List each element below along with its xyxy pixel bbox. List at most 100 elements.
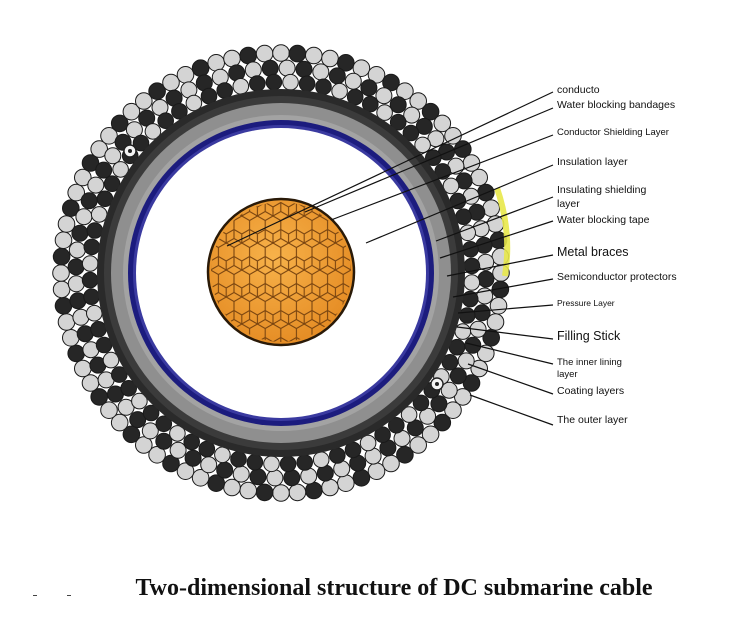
armor-wire xyxy=(473,304,491,322)
armor-wire xyxy=(337,54,355,72)
armor-wire xyxy=(272,484,290,502)
armor-wire xyxy=(81,374,100,392)
armor-wire xyxy=(288,44,307,63)
armor-wire xyxy=(83,238,101,256)
armor-wire xyxy=(409,436,428,454)
armor-wire xyxy=(400,406,418,423)
armor-wire xyxy=(120,380,137,397)
armor-wire xyxy=(403,106,421,124)
armor-wire xyxy=(396,446,414,464)
armor-wire xyxy=(52,247,71,266)
armor-wire xyxy=(315,78,332,96)
armor-wire xyxy=(458,307,476,324)
armor-wire xyxy=(239,46,257,65)
leader-line-pressure xyxy=(457,304,554,314)
label-insulating-shielding: Insulating shielding xyxy=(557,184,647,196)
armor-wire xyxy=(255,483,274,502)
armor-wire xyxy=(81,255,99,272)
armor-wire xyxy=(444,401,462,420)
armor-wire xyxy=(102,351,120,369)
armor-wire xyxy=(110,413,129,432)
armor-wire xyxy=(155,432,173,450)
armor-wire xyxy=(122,425,141,444)
armor-wire xyxy=(52,264,70,282)
armor-wire xyxy=(464,336,482,354)
armor-wire xyxy=(278,59,296,77)
armor-wire xyxy=(283,469,301,487)
label-conductor: conducto xyxy=(557,84,600,96)
armor-wire xyxy=(288,483,307,502)
armor-wire xyxy=(295,60,313,78)
armor-wire xyxy=(74,359,92,378)
armor-wire xyxy=(81,271,99,289)
armor-wire xyxy=(402,124,420,142)
armor-wire xyxy=(239,481,257,500)
armor-wire xyxy=(421,425,440,444)
armor-wire xyxy=(298,75,316,93)
leader-line-water-blocking-tape xyxy=(439,220,554,259)
armor-wire xyxy=(135,92,153,110)
armor-wire xyxy=(441,354,459,371)
armor-wire xyxy=(232,465,250,483)
armor-wire xyxy=(246,453,264,471)
armor-wire xyxy=(328,67,346,85)
leader-line-conductor xyxy=(226,91,554,247)
filling-stick-core xyxy=(128,149,132,153)
leader-line-outer xyxy=(469,394,554,426)
label-water-blocking-tape: Water blocking tape xyxy=(557,214,650,226)
armor-wire xyxy=(433,413,452,432)
armor-wire xyxy=(352,59,371,77)
armor-wire xyxy=(155,415,173,433)
armor-wire xyxy=(169,441,187,459)
armor-wire xyxy=(207,474,225,493)
leader-line-insulating-shielding xyxy=(435,196,554,242)
armor-wire xyxy=(321,478,339,497)
armor-wire xyxy=(185,94,203,112)
armor-wire xyxy=(389,96,407,114)
label-filling-stick: Filling Stick xyxy=(557,329,621,343)
armor-wire xyxy=(148,446,166,464)
armor-wire xyxy=(376,104,393,121)
armor-wire xyxy=(482,329,501,347)
leader-line-insulation xyxy=(365,164,554,244)
armor-wire xyxy=(362,95,379,113)
armor-wire xyxy=(162,73,180,92)
armor-wire xyxy=(223,49,241,68)
armor-wire xyxy=(86,304,103,322)
armor-wire xyxy=(414,136,431,154)
armor-wire xyxy=(489,297,508,315)
armor-wire xyxy=(248,75,266,92)
armor-wire xyxy=(67,183,85,202)
conductor-strand-pattern xyxy=(211,202,351,342)
armor-wire xyxy=(80,192,98,210)
armor-wire xyxy=(216,461,234,479)
label-semiconductor-protectors: Semiconductor protectors xyxy=(557,271,677,283)
armor-wire xyxy=(440,381,458,399)
armor-wire xyxy=(183,433,200,451)
armor-wire xyxy=(131,392,148,410)
yellow-accent-mark xyxy=(494,187,511,277)
armor-wire xyxy=(129,411,147,429)
armor-wire xyxy=(312,451,330,469)
armor-wire xyxy=(360,79,378,97)
armor-wire xyxy=(135,436,153,454)
label-water-blocking-bandages: Water blocking bandages xyxy=(557,99,676,111)
armor-wire xyxy=(216,82,233,99)
armor-wire xyxy=(184,449,202,467)
leader-line-conductor-shielding xyxy=(330,134,554,221)
armor-wire xyxy=(344,72,362,90)
armor-wire xyxy=(272,44,290,62)
label-conductor-shielding-layer: Conductor Shielding Layer xyxy=(557,127,669,138)
armor-wire xyxy=(90,321,107,338)
armor-wire xyxy=(367,66,386,84)
armor-wire xyxy=(100,401,118,420)
armor-wire xyxy=(191,59,210,77)
armor-wire xyxy=(81,154,100,172)
armor-wire xyxy=(249,468,267,486)
armor-wire xyxy=(282,73,299,91)
armor-wire xyxy=(329,447,346,464)
label-metal-braces: Metal braces xyxy=(557,245,629,259)
leader-line-coating xyxy=(467,363,554,395)
armor-wire xyxy=(169,425,186,442)
